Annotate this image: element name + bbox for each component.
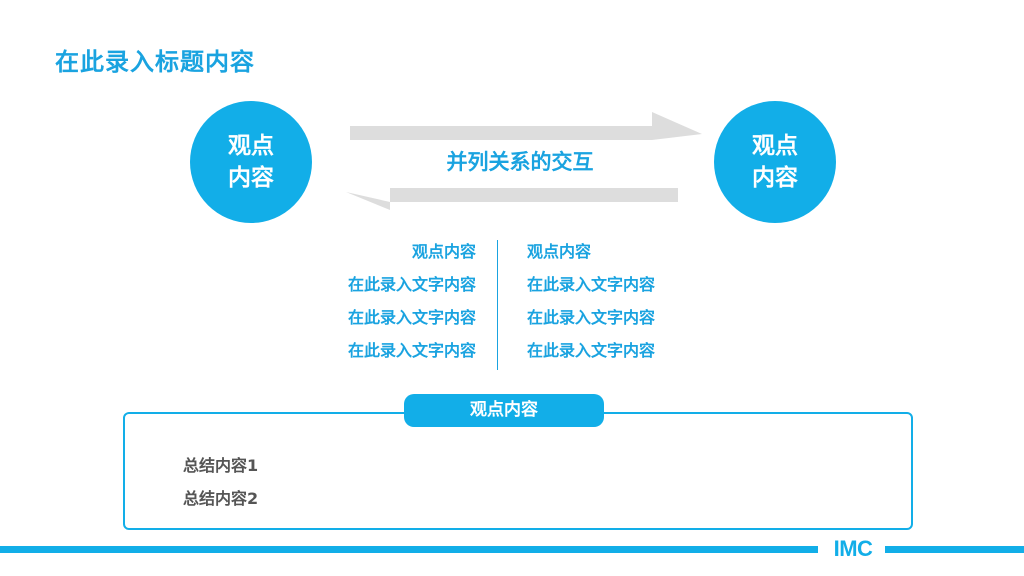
footer-bar-left [0, 546, 818, 553]
right-column-heading: 观点内容 [527, 242, 592, 261]
left-column-item: 在此录入文字内容 [347, 275, 476, 294]
summary-lines: 总结内容1 总结内容2 [183, 453, 258, 519]
right-circle-line1: 观点 [752, 133, 798, 159]
right-column-item: 在此录入文字内容 [527, 341, 656, 360]
right-arrow-shape [350, 112, 702, 140]
right-circle-line2: 内容 [752, 165, 798, 191]
right-text-column: 观点内容 在此录入文字内容 在此录入文字内容 在此录入文字内容 [527, 238, 727, 370]
left-column-item: 在此录入文字内容 [347, 308, 476, 327]
summary-tag: 观点内容 [404, 394, 604, 427]
left-viewpoint-circle: 观点 内容 [190, 101, 312, 223]
left-arrow-shape [346, 188, 678, 210]
left-column-heading: 观点内容 [411, 242, 476, 261]
summary-line: 总结内容1 [183, 456, 259, 475]
right-column-item: 在此录入文字内容 [527, 308, 656, 327]
relation-label: 并列关系的交互 [446, 150, 594, 174]
column-divider [497, 240, 498, 370]
slide-title: 在此录入标题内容 [55, 48, 255, 76]
left-circle-line1: 观点 [228, 133, 274, 159]
left-column-item: 在此录入文字内容 [347, 341, 476, 360]
bidirectional-arrows [346, 112, 702, 210]
left-circle-line2: 内容 [228, 165, 274, 191]
summary-line: 总结内容2 [183, 489, 259, 508]
left-text-column: 观点内容 在此录入文字内容 在此录入文字内容 在此录入文字内容 [276, 238, 476, 370]
imc-logo: IMC [833, 536, 873, 561]
footer-bar-right [885, 546, 1024, 553]
right-column-item: 在此录入文字内容 [527, 275, 656, 294]
right-viewpoint-circle: 观点 内容 [714, 101, 836, 223]
